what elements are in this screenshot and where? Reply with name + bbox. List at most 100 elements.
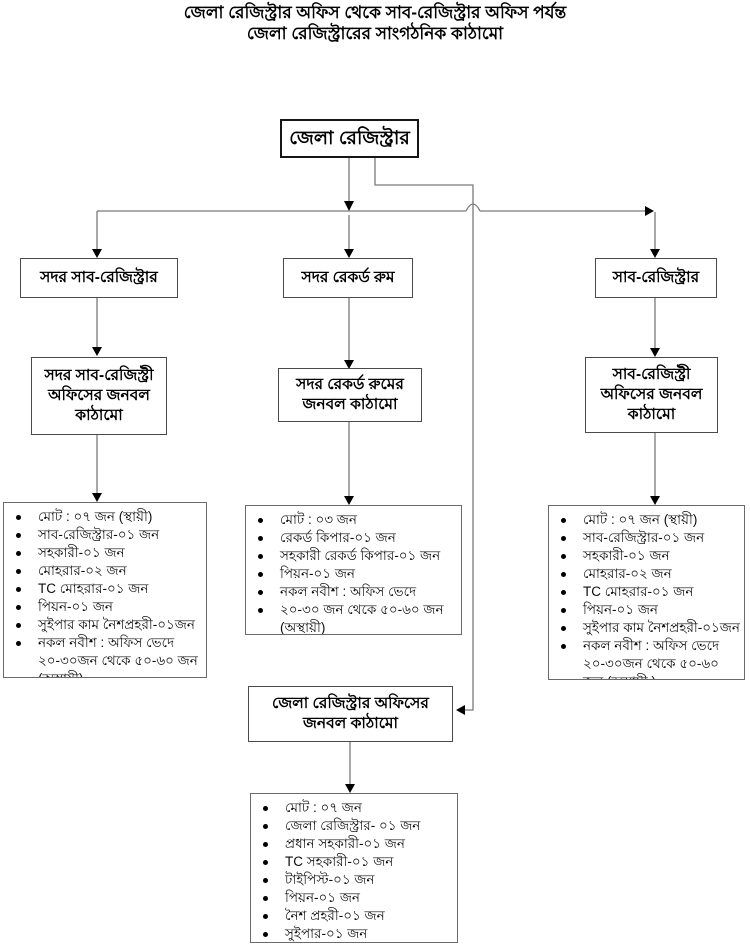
list-item-text: মোট : ০৭ জন (স্থায়ী) xyxy=(583,512,698,527)
bullet-icon xyxy=(263,896,268,901)
list-item: ২০-৩০ জন থেকে ৫০-৬০ জন (অস্থায়ী) xyxy=(256,601,457,635)
list-item: টাইপিস্ট-০১ জন xyxy=(261,871,453,889)
list-item-text: নকল নবীশ : অফিস ভেদে ২০-৩০জন থেকে ৫০-৬০ … xyxy=(583,638,720,679)
bullet-icon xyxy=(258,536,263,541)
list-item-text: মোট : ০৭ জন (স্থায়ী) xyxy=(38,509,153,524)
bullet-icon xyxy=(561,572,566,577)
list-item-text: নকল নবীশ : অফিস ভেদে xyxy=(280,584,417,599)
bullet-icon xyxy=(263,932,268,937)
list-item: প্রধান সহকারী-০১ জন xyxy=(261,835,453,853)
chart-title-line2: জেলা রেজিস্ট্রারের সাংগঠনিক কাঠামো xyxy=(246,24,504,43)
list-item: পিয়ন-০১ জন xyxy=(256,565,457,583)
list-item: মোহরার-০২ জন xyxy=(559,565,740,583)
bullet-icon xyxy=(561,518,566,523)
list-item-text: সুইপার কাম নৈশপ্রহরী-০১জন xyxy=(583,620,740,635)
list-item-text: টাইপিস্ট-০১ জন xyxy=(285,872,375,887)
bullet-icon xyxy=(561,626,566,631)
bullet-icon xyxy=(263,878,268,883)
bullet-icon xyxy=(16,641,21,646)
list-item: TC মোহরার-০১ জন xyxy=(559,583,740,601)
node-sub-registry-staff-structure: সাব-রেজিস্ট্রী অফিসের জনবল কাঠামো xyxy=(585,357,718,433)
bullet-icon xyxy=(561,536,566,541)
list-item-text: TC সহকারী-০১ জন xyxy=(285,854,394,869)
list-item: সুইপার কাম নৈশপ্রহরী-০১জন xyxy=(559,619,740,637)
list-item-text: সহকারী-০১ জন xyxy=(583,548,670,563)
bullet-icon xyxy=(258,518,263,523)
bullet-icon xyxy=(258,572,263,577)
bullet-icon xyxy=(16,605,21,610)
list-item: TC মোহরার-০১ জন xyxy=(14,580,202,598)
bullet-icon xyxy=(263,806,268,811)
bullet-icon xyxy=(263,842,268,847)
list-item: মোট : ০৭ জন xyxy=(261,799,453,817)
list-item-text: পিয়ন-০১ জন xyxy=(285,890,360,905)
list-item: সুইপার কাম নৈশপ্রহরী-০১জন xyxy=(14,616,202,634)
bullet-icon xyxy=(258,590,263,595)
list-item: নকল নবীশ : অফিস ভেদে ২০-৩০জন থেকে ৫০-৬০ … xyxy=(14,634,202,677)
list-item-text: সুইপার-০১ জন xyxy=(285,926,368,941)
list-item: সুইপার-০১ জন xyxy=(261,925,453,942)
list-item: রেকর্ড কিপার-০১ জন xyxy=(256,529,457,547)
bullet-icon xyxy=(16,569,21,574)
list-item-text: সহকারী-০১ জন xyxy=(38,545,125,560)
bullet-icon xyxy=(263,824,268,829)
list-item-text: পিয়ন-০১ জন xyxy=(583,602,658,617)
bullet-icon xyxy=(16,533,21,538)
staff-list-sub-registry: মোট : ০৭ জন (স্থায়ী) সাব-রেজিস্ট্রার-০১… xyxy=(548,505,745,680)
list-item-text: প্রধান সহকারী-০১ জন xyxy=(285,836,405,851)
list-item-text: মোট : ০৩ জন xyxy=(280,512,357,527)
list-item: সাব-রেজিস্ট্রার-০১ জন xyxy=(14,526,202,544)
bullet-icon xyxy=(258,608,263,613)
bullet-icon xyxy=(16,551,21,556)
list-item: মোহরার-০২ জন xyxy=(14,562,202,580)
bullet-icon xyxy=(16,623,21,628)
list-item-text: মোহরার-০২ জন xyxy=(583,566,672,581)
list-item-text: জেলা রেজিস্ট্রার- ০১ জন xyxy=(285,818,421,833)
list-item-text: রেকর্ড কিপার-০১ জন xyxy=(280,530,396,545)
node-sadar-sub-registrar: সদর সাব-রেজিস্ট্রার xyxy=(20,258,178,298)
bullet-icon xyxy=(263,860,268,865)
list-item-text: সুইপার কাম নৈশপ্রহরী-০১জন xyxy=(38,617,195,632)
list-item: জেলা রেজিস্ট্রার- ০১ জন xyxy=(261,817,453,835)
bullet-icon xyxy=(16,515,21,520)
list-item-text: পিয়ন-০১ জন xyxy=(280,566,355,581)
list-item: নকল নবীশ : অফিস ভেদে ২০-৩০জন থেকে ৫০-৬০ … xyxy=(559,637,740,679)
node-district-registrar-office-staff-structure: জেলা রেজিস্ট্রার অফিসের জনবল কাঠামো xyxy=(248,686,453,742)
list-item: নৈশ প্রহরী-০১ জন xyxy=(261,907,453,925)
bullet-icon xyxy=(561,590,566,595)
list-item: পিয়ন-০১ জন xyxy=(14,598,202,616)
list-item-text: ২০-৩০ জন থেকে ৫০-৬০ জন (অস্থায়ী) xyxy=(280,602,444,635)
arrowheads xyxy=(92,201,660,793)
staff-list-district-registrar-office: মোট : ০৭ জন জেলা রেজিস্ট্রার- ০১ জন প্রধ… xyxy=(250,793,458,943)
staff-list-sadar-sub-registry: মোট : ০৭ জন (স্থায়ী) সাব-রেজিস্ট্রার-০১… xyxy=(3,502,207,678)
list-item: সহকারী-০১ জন xyxy=(559,547,740,565)
list-item: মোট : ০৭ জন (স্থায়ী) xyxy=(14,508,202,526)
list-item-text: সহকারী রেকর্ড কিপার-০১ জন xyxy=(280,548,441,563)
list-item-text: পিয়ন-০১ জন xyxy=(38,599,113,614)
list-item: মোট : ০৩ জন xyxy=(256,511,457,529)
bullet-icon xyxy=(561,644,566,649)
list-item: পিয়ন-০১ জন xyxy=(261,889,453,907)
list-item-text: TC মোহরার-০১ জন xyxy=(583,584,694,599)
bullet-icon xyxy=(263,914,268,919)
list-item: নকল নবীশ : অফিস ভেদে xyxy=(256,583,457,601)
list-item: পিয়ন-০১ জন xyxy=(559,601,740,619)
list-item: TC সহকারী-০১ জন xyxy=(261,853,453,871)
node-sadar-record-room: সদর রেকর্ড রুম xyxy=(283,258,413,298)
bullet-icon xyxy=(258,554,263,559)
list-item: মোট : ০৭ জন (স্থায়ী) xyxy=(559,511,740,529)
list-item: সহকারী-০১ জন xyxy=(14,544,202,562)
staff-list-sadar-record-room: মোট : ০৩ জন রেকর্ড কিপার-০১ জন সহকারী রে… xyxy=(245,505,462,635)
chart-title: জেলা রেজিস্ট্রার অফিস থেকে সাব-রেজিস্ট্র… xyxy=(0,2,750,44)
chart-title-line1: জেলা রেজিস্ট্রার অফিস থেকে সাব-রেজিস্ট্র… xyxy=(183,3,567,22)
list-item: সাব-রেজিস্ট্রার-০১ জন xyxy=(559,529,740,547)
list-item-text: TC মোহরার-০১ জন xyxy=(38,581,149,596)
node-sub-registrar: সাব-রেজিস্ট্রার xyxy=(595,258,717,298)
node-district-registrar: জেলা রেজিস্ট্রার xyxy=(280,119,419,158)
connector-strokes xyxy=(96,158,656,784)
bullet-icon xyxy=(16,587,21,592)
node-sadar-record-room-staff-structure: সদর রেকর্ড রুমের জনবল কাঠামো xyxy=(278,368,422,422)
node-sadar-sub-registry-staff-structure: সদর সাব-রেজিস্ট্রী অফিসের জনবল কাঠামো xyxy=(31,357,167,435)
